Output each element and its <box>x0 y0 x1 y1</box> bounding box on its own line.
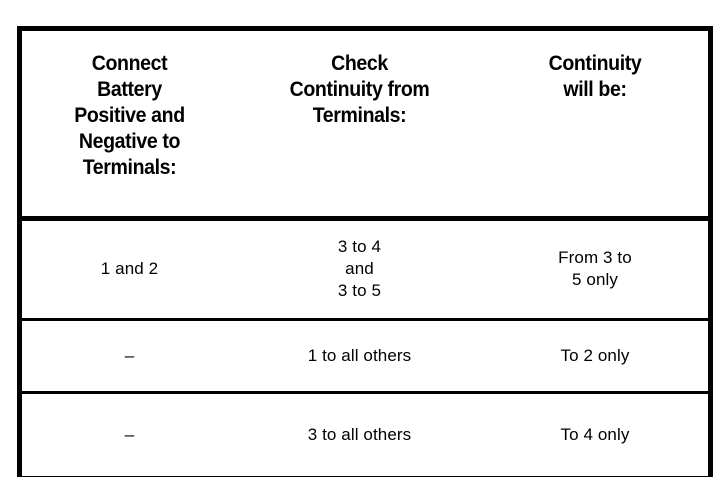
table-row: – 3 to all others To 4 only <box>22 392 708 476</box>
cell-connect: – <box>22 392 237 476</box>
header-cell-result: Continuity will be: <box>482 31 708 221</box>
header-label-check: Check Continuity from Terminals: <box>289 52 430 127</box>
cell-value-connect: – <box>124 346 135 365</box>
cell-value-check: 3 to 4 and 3 to 5 <box>337 237 382 300</box>
cell-value-check: 3 to all others <box>307 424 412 444</box>
continuity-check-table: Connect Battery Positive and Negative to… <box>17 26 713 477</box>
cell-result: From 3 to 5 only <box>482 218 708 321</box>
cell-value-result: To 4 only <box>560 424 630 444</box>
cell-value-result: From 3 to 5 only <box>558 248 632 289</box>
table: Connect Battery Positive and Negative to… <box>22 31 708 476</box>
cell-check: 1 to all others <box>237 319 482 394</box>
cell-check: 3 to 4 and 3 to 5 <box>237 218 482 321</box>
table-header-row: Connect Battery Positive and Negative to… <box>22 31 708 221</box>
header-cell-connect: Connect Battery Positive and Negative to… <box>22 31 237 221</box>
cell-value-connect: – <box>124 425 135 445</box>
header-cell-check: Check Continuity from Terminals: <box>237 31 482 221</box>
table-row: 1 and 2 3 to 4 and 3 to 5 From 3 to 5 on… <box>22 218 708 321</box>
cell-value-check: 1 to all others <box>307 345 412 365</box>
cell-value-result: To 2 only <box>560 345 630 365</box>
header-label-result: Continuity will be: <box>548 52 642 101</box>
header-label-connect: Connect Battery Positive and Negative to… <box>74 52 185 179</box>
cell-result: To 4 only <box>482 392 708 476</box>
cell-connect: – <box>22 319 237 394</box>
table-row: – 1 to all others To 2 only <box>22 319 708 394</box>
cell-value-connect: 1 and 2 <box>100 259 159 278</box>
cell-connect: 1 and 2 <box>22 218 237 321</box>
cell-check: 3 to all others <box>237 392 482 476</box>
cell-result: To 2 only <box>482 319 708 394</box>
